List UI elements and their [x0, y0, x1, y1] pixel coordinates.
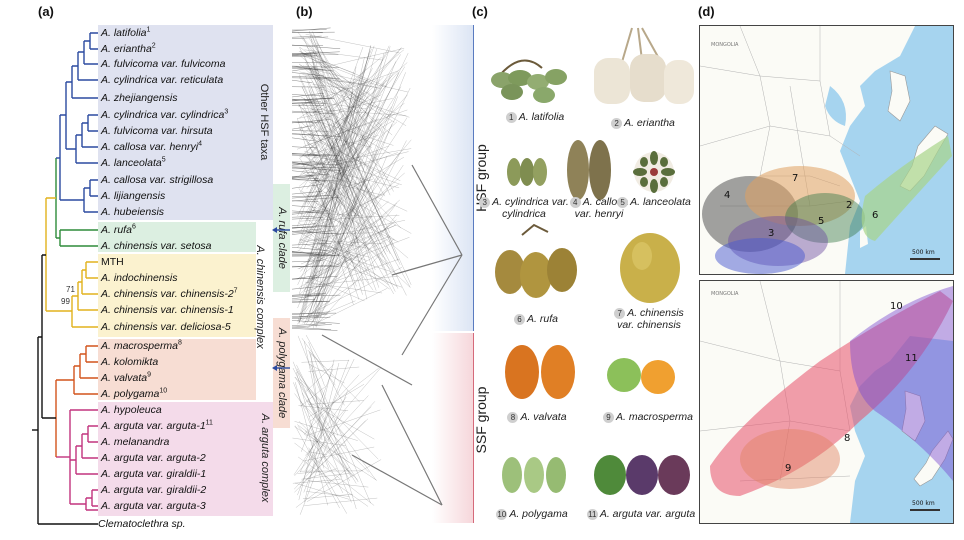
- taxon-label: A. cylindrica var. reticulata: [101, 74, 224, 86]
- group-label-chinensis: A. chinensis complex: [254, 245, 266, 349]
- taxon-label: A. callosa var. henryi4: [101, 140, 202, 154]
- map-bottom: MONGOLIA 10 11 8 9 500 km: [699, 280, 954, 524]
- taxon-label: A. latifolia1: [101, 26, 151, 40]
- band-other-hsf: [98, 25, 256, 220]
- fruit-valvata-image: [505, 345, 575, 399]
- region-3: 3: [768, 228, 774, 239]
- fruit-polygama-image: [502, 457, 566, 493]
- fruit-callosa-image: [567, 140, 611, 200]
- taxon-label: A. arguta var. giraldii-1: [101, 468, 207, 480]
- panel-label-c: (c): [472, 4, 488, 19]
- taxon-label: A. chinensis var. deliciosa-5: [101, 321, 231, 333]
- taxon-label: A. chinensis var. chinensis-27: [101, 287, 238, 301]
- fruit-lanceolata-image: [633, 151, 675, 193]
- mongolia-label-bottom: MONGOLIA: [711, 291, 739, 297]
- region-10: 10: [890, 301, 903, 312]
- region-7: 7: [792, 173, 798, 184]
- tanglegram: [292, 27, 463, 515]
- taxon-label: A. chinensis var. setosa: [101, 240, 212, 252]
- group-label-arguta: A. arguta complex: [259, 413, 271, 503]
- fruit-photos: [491, 27, 694, 495]
- fruit-chinensis-image: [620, 233, 680, 303]
- taxon-label: A. cylindrica var. cylindrica3: [101, 108, 229, 122]
- taxon-label: A. arguta var. arguta-3: [101, 500, 206, 512]
- scale-top: 500 km: [912, 249, 935, 256]
- band-polygama: [98, 339, 256, 400]
- region-2: 2: [846, 200, 852, 211]
- taxon-label: A. melanandra: [101, 436, 170, 448]
- fruit-cylindrica-image: [507, 158, 547, 186]
- ssf-divider: [473, 333, 474, 523]
- side-box-other: [256, 25, 273, 220]
- taxon-label: A. lijiangensis: [101, 190, 166, 202]
- fruit-rufa-image: [495, 223, 577, 298]
- region-4: 4: [724, 190, 730, 201]
- region-8: 8: [844, 433, 850, 444]
- taxon-label: A. arguta var. arguta-111: [101, 419, 213, 433]
- taxon-label: A. eriantha2: [101, 42, 156, 56]
- taxon-label: A. rufa6: [101, 223, 136, 237]
- taxon-label: A. macrosperma8: [101, 339, 182, 353]
- band-rufa: [98, 222, 256, 252]
- ssf-band-b: [432, 333, 474, 523]
- side-box-arguta: [256, 402, 273, 516]
- taxon-label: A. chinensis var. chinensis-1: [101, 304, 234, 316]
- taxon-label: A. fulvicoma var. fulvicoma: [101, 58, 226, 70]
- taxon-label: MTH: [101, 256, 124, 268]
- scale-bottom: 500 km: [912, 500, 935, 507]
- fruit-latifolia-image: [491, 59, 567, 103]
- phylogenetic-tree: 71 99: [32, 32, 98, 525]
- taxon-label: A. hubeiensis: [101, 206, 165, 218]
- region-6: 6: [872, 210, 878, 221]
- band-arguta: [98, 402, 256, 516]
- region-5: 5: [818, 216, 824, 227]
- panel-label-d: (d): [698, 4, 715, 19]
- side-box-rufa: [273, 184, 290, 292]
- taxon-label: A. kolomikta: [101, 356, 159, 368]
- hsf-band-b: [432, 25, 474, 331]
- taxon-label: A. arguta var. giraldii-2: [101, 484, 207, 496]
- taxon-label: A. indochinensis: [101, 272, 178, 284]
- taxon-label: A. fulvicoma var. hirsuta: [101, 125, 213, 137]
- region-11: 11: [905, 353, 918, 364]
- taxon-label: A. zhejiangensis: [101, 92, 178, 104]
- group-label-other-hsf: Other HSF taxa: [258, 83, 270, 161]
- region-9: 9: [785, 463, 791, 474]
- fruit-macrosperma-image: [607, 358, 675, 394]
- hsf-divider: [473, 25, 474, 331]
- fruit-eriantha-image: [594, 27, 694, 104]
- taxon-label: A. lanceolata5: [101, 156, 166, 170]
- bootstrap-71: 71: [66, 285, 75, 294]
- taxon-label: A. arguta var. arguta-2: [101, 452, 206, 464]
- clade-arrows: [272, 227, 290, 371]
- taxon-label: A. valvata9: [101, 371, 152, 385]
- panel-label-b: (b): [296, 4, 313, 19]
- taxon-label: Clematoclethra sp.: [98, 518, 186, 530]
- mongolia-label-top: MONGOLIA: [711, 42, 739, 48]
- fruit-arguta-image: [594, 455, 690, 495]
- side-box-polygama: [273, 318, 290, 428]
- panel-label-a: (a): [38, 4, 54, 19]
- taxon-label: A. callosa var. strigillosa: [101, 174, 214, 186]
- map-top: MONGOLIA 4 7 3 5 2 6 500 km: [699, 25, 954, 275]
- bootstrap-99: 99: [61, 297, 70, 306]
- taxon-label: A. hypoleuca: [101, 404, 162, 416]
- taxon-label: A. polygama10: [101, 387, 168, 401]
- band-chinensis: [98, 254, 256, 337]
